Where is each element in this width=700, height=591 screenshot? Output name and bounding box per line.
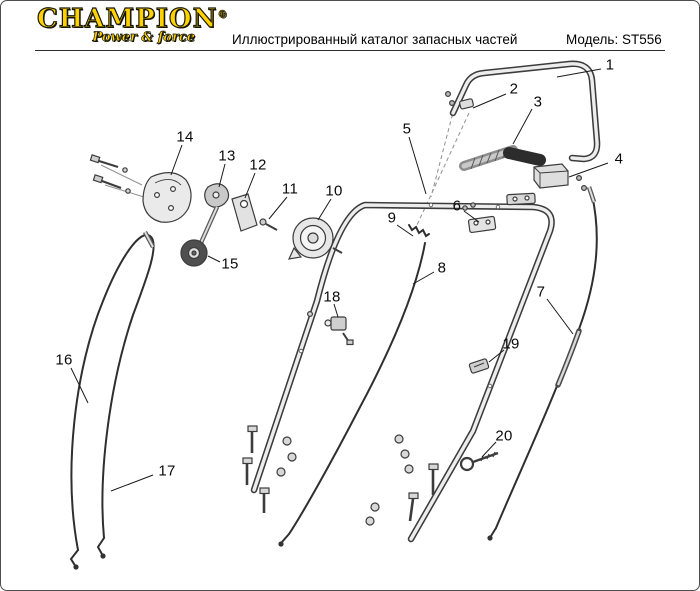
- part-10-housing-art: [287, 217, 343, 260]
- callout-8: 8: [437, 259, 447, 277]
- callout-15: 15: [221, 255, 239, 273]
- part-15-wheel-art: [180, 239, 208, 267]
- callout-16: 16: [55, 351, 73, 369]
- callout-3: 3: [533, 93, 543, 111]
- part-18-clamp-art: [307, 311, 354, 346]
- callout-11: 11: [281, 180, 299, 198]
- callout-leader-lines: [70, 68, 609, 492]
- callout-10: 10: [325, 182, 343, 200]
- callout-2: 2: [509, 80, 519, 98]
- hardware-right-art: [365, 434, 439, 526]
- callout-6: 6: [452, 197, 462, 215]
- callout-17: 17: [158, 462, 176, 480]
- left-cables-art: [69, 230, 155, 570]
- callout-18: 18: [323, 288, 341, 306]
- callout-13: 13: [218, 147, 236, 165]
- brand-text: CHAMPION: [36, 4, 218, 34]
- part-2-bracket-art: [445, 90, 474, 110]
- part-13-plate-art: [204, 183, 230, 208]
- page-title: Иллюстрированный каталог запасных частей: [232, 32, 518, 47]
- champion-logo: CHAMPION® Power & force: [36, 5, 227, 46]
- registered-mark: ®: [217, 9, 229, 21]
- callout-5: 5: [402, 120, 412, 138]
- callout-14: 14: [176, 128, 194, 146]
- callout-12: 12: [249, 156, 267, 174]
- callout-19: 19: [502, 335, 520, 353]
- assembly-guide-lines: [100, 100, 470, 226]
- part-4-box-art: [506, 163, 587, 206]
- part-12-bracket-art: [197, 193, 258, 246]
- part-6-bracket-art: [462, 202, 497, 234]
- brand-tagline: Power & force: [92, 30, 195, 46]
- model-label: Модель: ST556: [566, 32, 662, 47]
- main-handlebar-art: [250, 201, 555, 543]
- part-19-clamp-art: [468, 358, 490, 374]
- part-11-bolt-art: [259, 218, 278, 231]
- part-14-cover-art: [89, 154, 192, 223]
- upper-handle-loop-art: [449, 60, 601, 163]
- brand-wordmark: CHAMPION®: [36, 5, 227, 34]
- hardware-left-art: [242, 425, 297, 513]
- middle-cable-spring-art: [278, 224, 430, 547]
- part-3-lever-art: [459, 145, 546, 171]
- header-divider: [35, 50, 665, 51]
- callout-20: 20: [495, 427, 513, 445]
- part-20-eyebolt-art: [459, 451, 499, 472]
- callout-1: 1: [605, 56, 615, 74]
- callout-4: 4: [614, 150, 624, 168]
- callout-9: 9: [387, 209, 397, 227]
- callout-7: 7: [536, 283, 546, 301]
- right-cable-art: [487, 186, 598, 541]
